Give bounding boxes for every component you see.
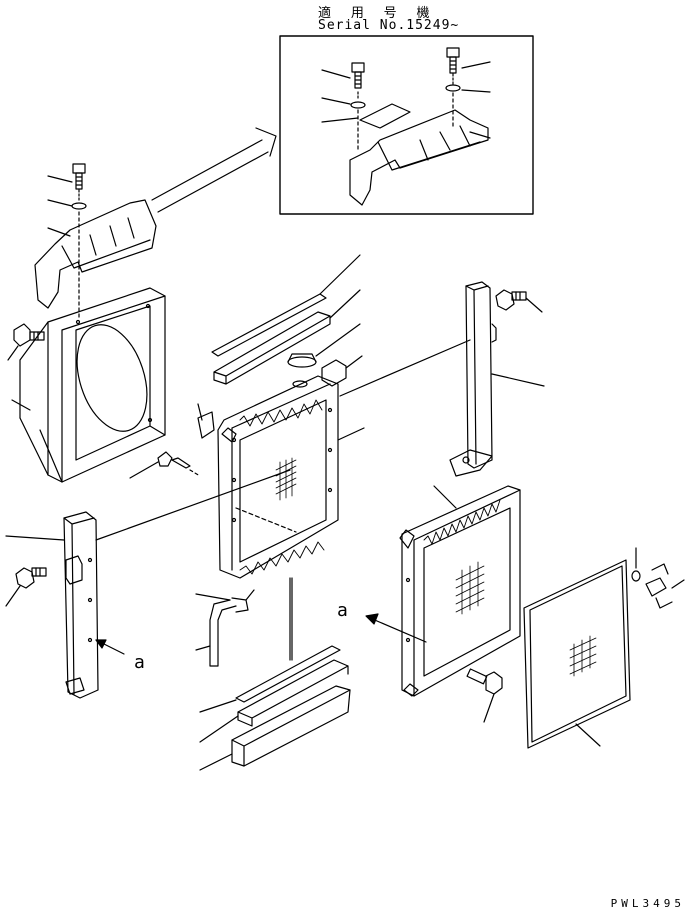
shroud-bolt-icon — [7, 323, 45, 361]
top-seal-strip-icon — [211, 254, 361, 357]
net-screen-icon — [523, 559, 631, 749]
bottom-cover-icon — [199, 685, 351, 771]
wing-bolt-icon — [631, 547, 685, 609]
bolt-top-left-icon — [72, 163, 86, 190]
left-stay-bolt-icon — [5, 567, 47, 607]
view-marker-left: a — [134, 652, 145, 673]
lower-hose-icon — [195, 589, 255, 667]
right-stay-bolt-icon — [495, 289, 543, 313]
inset-detail-box — [279, 35, 534, 215]
inset-bracket-icon — [349, 73, 489, 206]
radiator-cap-icon — [287, 323, 361, 388]
frame-bolt-icon — [466, 668, 503, 723]
left-top-bracket-group — [34, 163, 157, 319]
view-arrow-right-icon — [365, 613, 427, 643]
radiator-core-icon — [217, 375, 365, 579]
view-arrow-left-icon — [95, 639, 125, 655]
inset-bolt-left-icon — [351, 62, 365, 89]
drain-fitting-icon — [197, 403, 237, 443]
screen-frame-icon — [399, 485, 521, 697]
drawing-code: PWL3495 — [610, 897, 685, 910]
elbow-fitting-icon — [129, 451, 201, 479]
bottom-seal-strip-icon — [199, 645, 341, 713]
left-stay-icon — [5, 469, 291, 699]
reference-arrow-icon — [151, 127, 277, 213]
inset-plate-icon — [359, 103, 411, 129]
washer-top-left-icon — [71, 202, 87, 210]
inset-washer-right-icon — [445, 84, 461, 92]
inset-bolt-right-icon — [446, 47, 460, 74]
upper-bracket-icon — [34, 199, 157, 309]
top-seal-block-icon — [213, 289, 361, 385]
view-marker-right: a — [337, 600, 348, 621]
bottom-seal-block-icon — [199, 659, 349, 743]
serial-range-label: Serial No.15249~ — [318, 18, 460, 33]
right-stay-icon — [339, 281, 545, 477]
fan-shroud-icon — [11, 287, 166, 483]
inset-washer-left-icon — [350, 101, 366, 109]
applicable-serial-heading: 適 用 号 機 — [318, 6, 436, 21]
small-block-icon — [321, 355, 363, 387]
